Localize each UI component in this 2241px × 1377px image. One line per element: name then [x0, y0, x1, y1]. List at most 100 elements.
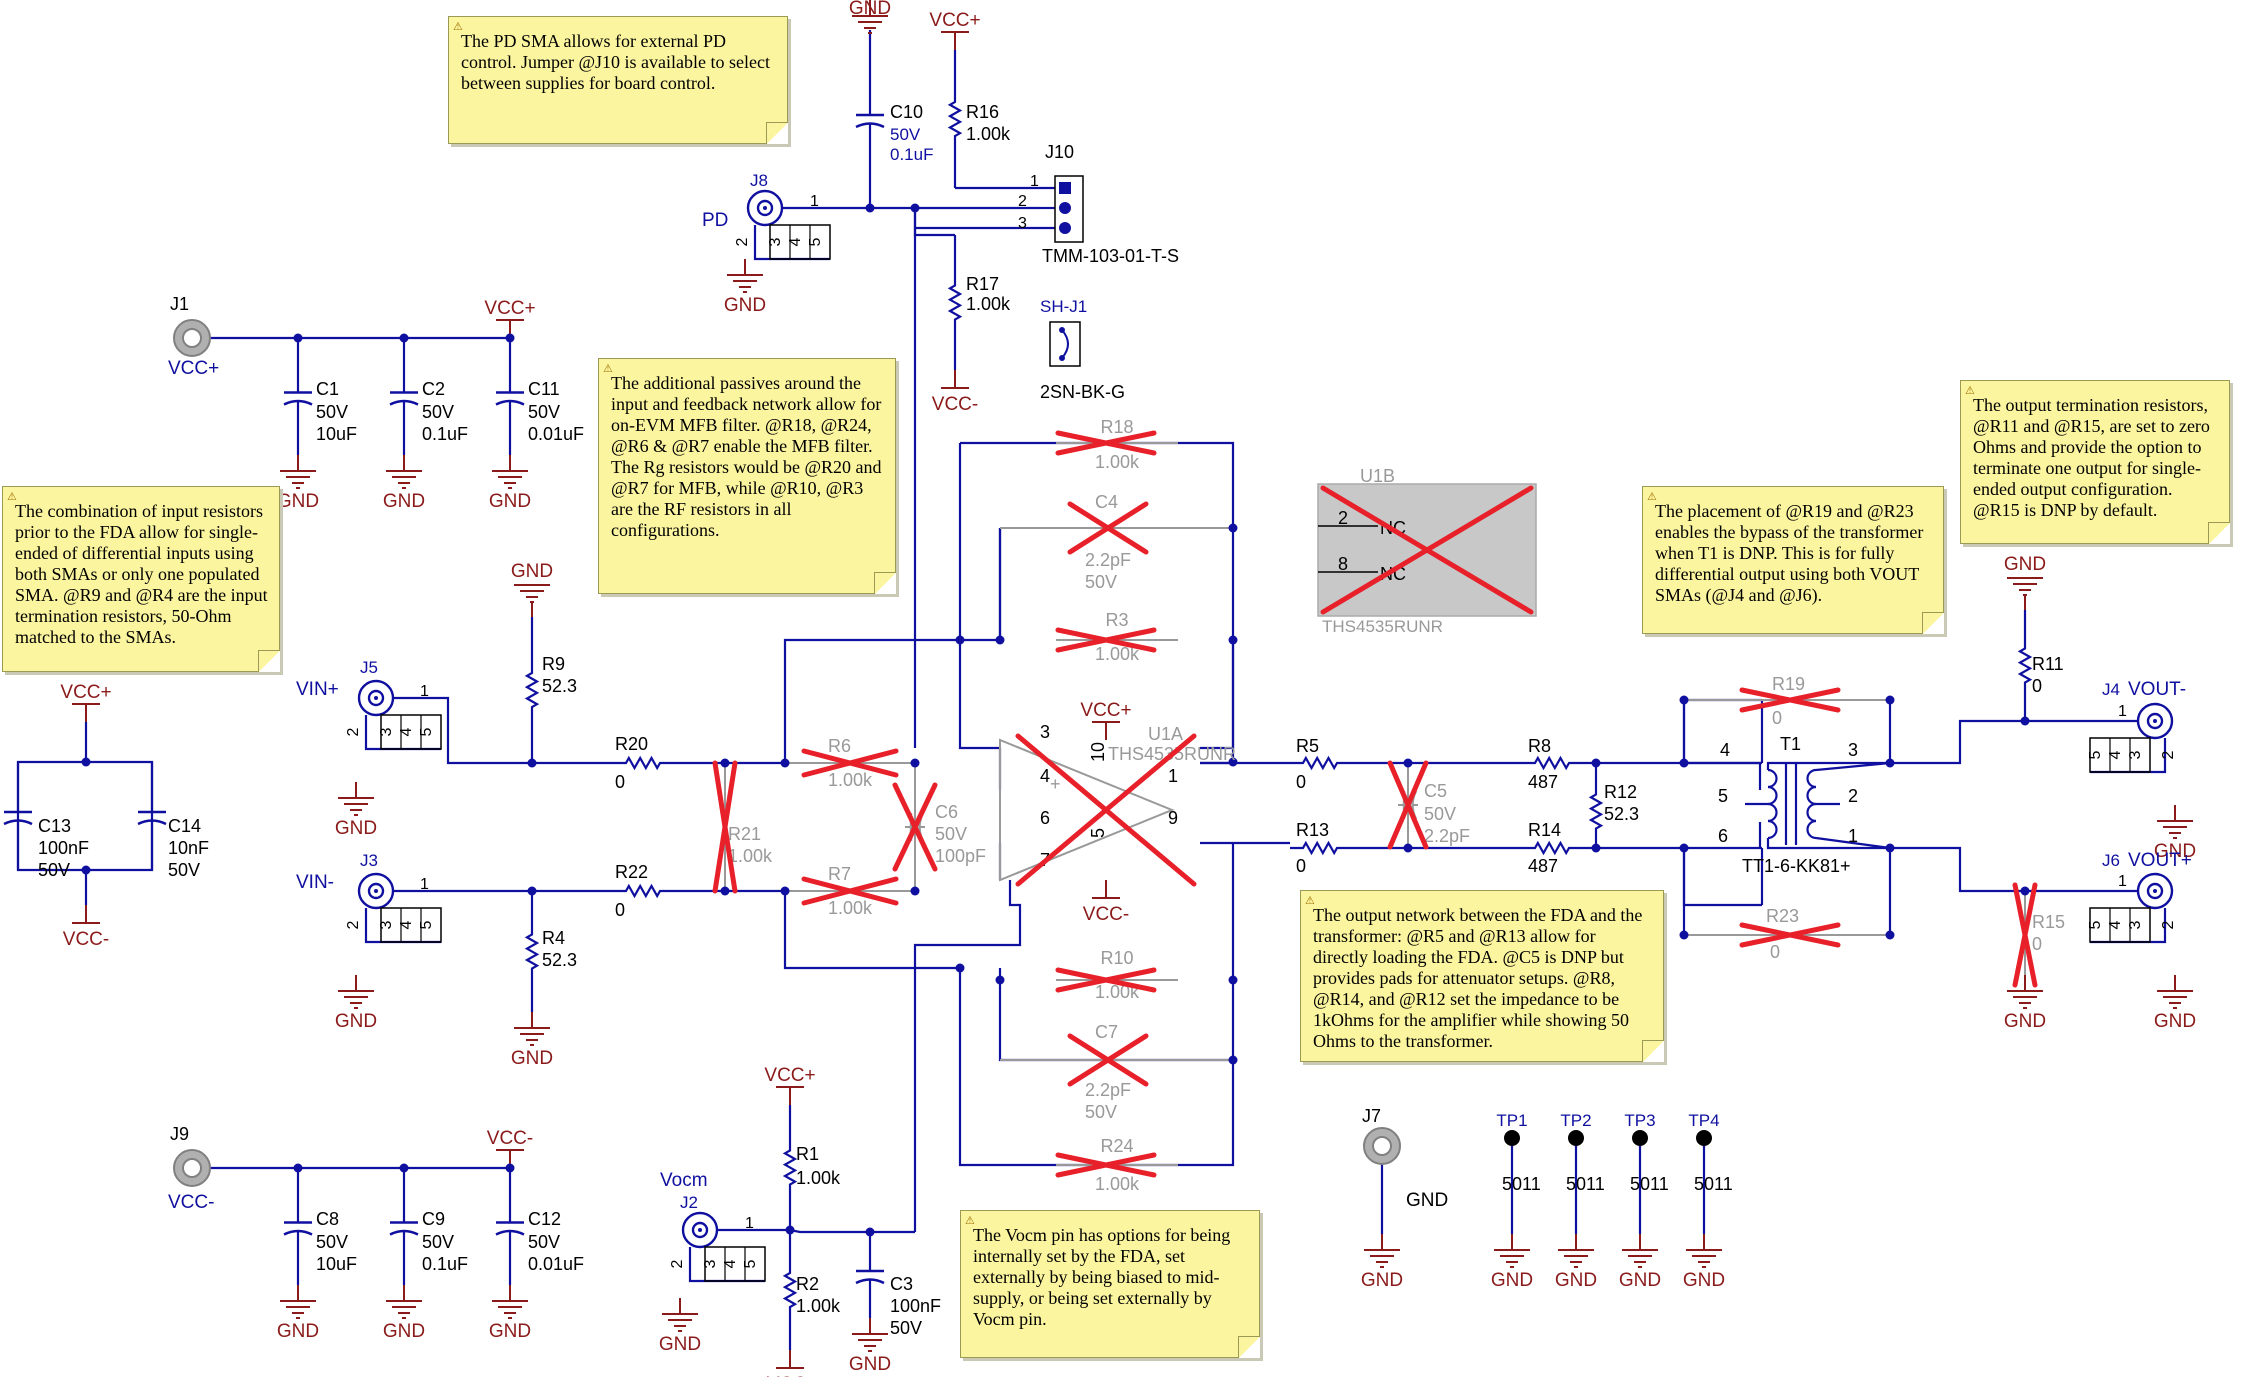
value-C6: 100pF	[935, 846, 986, 866]
t1-winding	[1767, 785, 1778, 806]
ref-J8: J8	[750, 171, 768, 190]
junction-dot	[910, 758, 920, 768]
value-TP4: 5011	[1694, 1174, 1733, 1194]
wire	[913, 880, 1022, 1232]
ref-C8: C8	[316, 1209, 339, 1229]
dnp-line	[1055, 1152, 1157, 1178]
pin-number: 6	[1040, 808, 1050, 828]
ref-C10: C10	[890, 102, 923, 122]
pin-number: 4	[1040, 766, 1050, 786]
note-output-termination: The output termination resistors, @R11 a…	[1960, 380, 2230, 544]
jack-hole	[1372, 1136, 1392, 1156]
ground-label: GND	[335, 818, 377, 839]
junction-dot	[1679, 695, 1689, 705]
t1-winding	[1806, 768, 1817, 789]
ref-R21: R21	[728, 824, 761, 844]
resistor	[613, 883, 673, 899]
t1-winding	[1767, 802, 1778, 823]
junction-dot	[81, 865, 91, 875]
resistor	[2017, 610, 2033, 721]
junction-dot	[293, 1163, 303, 1173]
junction-dot	[2020, 716, 2030, 726]
value-C5: 2.2pF	[1424, 826, 1470, 846]
sma-center	[374, 889, 378, 893]
value-R1: 1.00k	[796, 1168, 841, 1188]
labels: J1VCC+VCC+GNDC150V10uFGNDC250V0.1uFGNDC1…	[38, 0, 2196, 1377]
dnp-line	[1055, 430, 1157, 456]
ref-R9: R9	[542, 654, 565, 674]
pin-number: 5	[418, 727, 435, 736]
resistor	[1290, 840, 1350, 856]
value-TP3: 5011	[1630, 1174, 1669, 1194]
junction-dot	[720, 758, 730, 768]
value-C14: 10nF	[168, 838, 209, 858]
ref-TP3: TP3	[1624, 1111, 1655, 1130]
pin-number: 8	[1338, 554, 1348, 574]
resistor	[782, 1105, 798, 1230]
power-label: VCC-	[767, 1374, 813, 1377]
junction-dot	[780, 758, 790, 768]
ref-R23: R23	[1766, 906, 1799, 926]
net-J4: VOUT-	[2128, 679, 2186, 700]
capacitor-plate	[495, 1229, 525, 1236]
junction-dot	[785, 1225, 795, 1235]
dnp-cross	[892, 782, 938, 872]
pin-number: 5	[1088, 828, 1108, 838]
pin-number: 2	[669, 1259, 686, 1268]
wire	[913, 208, 955, 237]
pin-number: 5	[2087, 750, 2104, 759]
pin-number: 3	[702, 1259, 719, 1268]
dnp-cross	[1055, 627, 1157, 653]
resistor	[947, 50, 963, 188]
ref-J10: J10	[1045, 142, 1074, 162]
value-R3: 1.00k	[1095, 644, 1140, 664]
pin-number: 4	[1720, 740, 1730, 760]
capacitor-plate	[389, 399, 419, 406]
voltage-C11: 50V	[528, 402, 560, 422]
ref-TP1: TP1	[1496, 1111, 1527, 1130]
resistor	[1514, 840, 1590, 856]
t1-winding	[1806, 802, 1817, 823]
dnp-cross	[1387, 760, 1429, 850]
value-TP2: 5011	[1566, 1174, 1605, 1194]
capacitor-plate	[283, 399, 313, 406]
pin-number: 2	[1848, 786, 1858, 806]
resistor	[524, 891, 540, 1012]
jack-hole	[182, 328, 202, 348]
value-R2: 1.00k	[796, 1296, 841, 1316]
dnp-line	[1067, 501, 1149, 555]
dnp-line	[892, 782, 938, 872]
dnp-cross	[1067, 501, 1149, 555]
testpoint-head	[1696, 1130, 1712, 1146]
value-R9: 52.3	[542, 676, 577, 696]
pin-number: 4	[2107, 750, 2124, 759]
pin-number: 1	[1168, 766, 1178, 786]
value-R24: 1.00k	[1095, 1174, 1140, 1194]
junction-dot	[505, 1163, 515, 1173]
ref-R10: R10	[1100, 948, 1133, 968]
pin-number: 5	[1718, 786, 1728, 806]
wire	[1684, 761, 1762, 790]
ground-label: GND	[849, 1354, 891, 1375]
ref-TP2: TP2	[1560, 1111, 1591, 1130]
junction-dot	[955, 635, 965, 645]
wire	[1766, 761, 1891, 772]
dnp-line	[1320, 485, 1534, 615]
value-R21: 1.00k	[728, 846, 773, 866]
voltage-C5: 50V	[1424, 804, 1456, 824]
power-label: VCC+	[1080, 700, 1131, 721]
ground-label: GND	[2154, 841, 2196, 862]
value-R4: 52.3	[542, 950, 577, 970]
note-mfb-filter: The additional passives around the input…	[598, 358, 896, 594]
note-input-resistors: The combination of input resistors prior…	[2, 486, 280, 672]
junction-dot	[865, 1227, 875, 1237]
t1-winding	[1767, 768, 1778, 789]
pin-number: 9	[1168, 808, 1178, 828]
ref-C13: C13	[38, 816, 71, 836]
value-C10: 0.1uF	[890, 145, 933, 164]
ref-R22: R22	[615, 862, 648, 882]
value-C1: 10uF	[316, 424, 357, 444]
ground-label: GND	[2004, 554, 2046, 575]
ref-T1: T1	[1780, 734, 1801, 754]
testpoint-head	[1504, 1130, 1520, 1146]
